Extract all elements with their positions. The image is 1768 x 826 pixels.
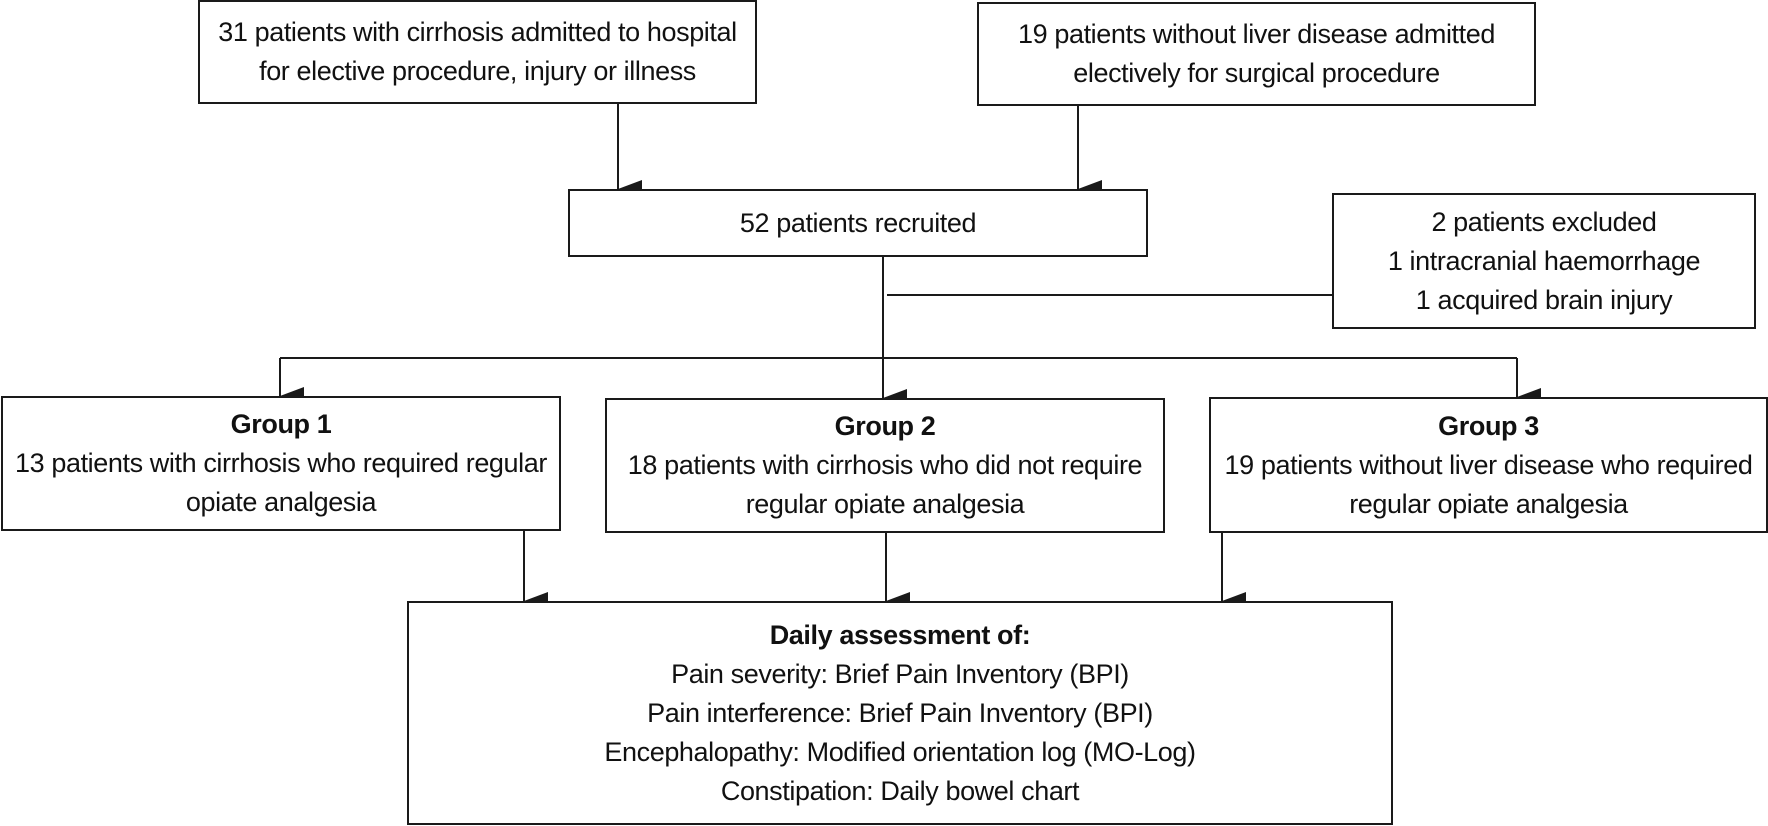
group-3-title: Group 3 [1438,410,1539,441]
box-text-line: 31 patients with cirrhosis admitted to h… [218,17,737,47]
group-1-box: Group 1 13 patients with cirrhosis who r… [1,396,561,531]
box-text-line: 1 acquired brain injury [1415,284,1673,315]
box-text-line: Pain severity: Brief Pain Inventory (BPI… [671,658,1129,689]
box-text-line: 1 intracranial haemorrhage [1387,245,1701,276]
box-text-line: electively for surgical procedure [1073,58,1440,88]
box-text-line: 18 patients with cirrhosis who did not r… [627,450,1143,480]
group-2-box: Group 2 18 patients with cirrhosis who d… [605,398,1165,533]
group-1-title: Group 1 [230,409,332,439]
box-text-line: 19 patients without liver disease admitt… [1018,19,1495,49]
assessment-title: Daily assessment of: [769,619,1031,650]
group-3-box: Group 3 19 patients without liver diseas… [1209,397,1768,533]
box-text-line: opiate analgesia [185,487,377,517]
box-text-line: 13 patients with cirrhosis who required … [15,448,547,478]
box-text-line: regular opiate analgesia [1349,488,1628,519]
box-text-line: regular opiate analgesia [745,489,1025,519]
box-text-line: Constipation: Daily bowel chart [720,775,1080,806]
box-text-line: Pain interference: Brief Pain Inventory … [647,697,1153,728]
excluded-box: 2 patients excluded 1 intracranial haemo… [1332,193,1756,329]
group-2-title: Group 2 [834,411,936,441]
box-text-line: 19 patients without liver disease who re… [1224,449,1753,480]
cirrhosis-source-box: 31 patients with cirrhosis admitted to h… [198,0,757,104]
daily-assessment-box: Daily assessment of: Pain severity: Brie… [407,601,1393,825]
box-text-line: for elective procedure, injury or illnes… [259,56,696,86]
recruited-box: 52 patients recruited [568,189,1148,257]
no-liver-disease-source-box: 19 patients without liver disease admitt… [977,2,1536,106]
box-text-line: 2 patients excluded [1431,206,1657,237]
box-text-line: Encephalopathy: Modified orientation log… [604,736,1196,767]
box-text-line: 52 patients recruited [739,207,977,238]
